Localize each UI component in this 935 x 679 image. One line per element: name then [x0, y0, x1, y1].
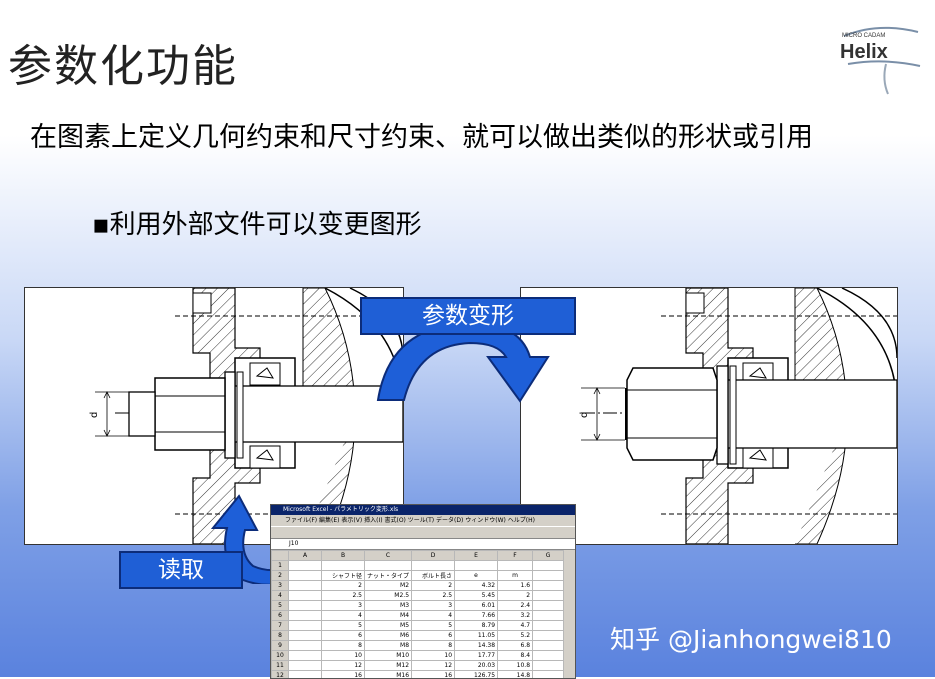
excel-cell-ref[interactable]: J10 [271, 539, 575, 550]
helix-logo: MICRO CADAM Helix [838, 24, 924, 96]
logo-subtext: MICRO CADAM [842, 33, 885, 39]
excel-titlebar: Microsoft Excel - パラメトリック変形.xls [271, 505, 575, 515]
dimension-label-right: d [579, 412, 590, 418]
read-label: 读取 [119, 551, 243, 589]
description-text: 在图素上定义几何约束和尺寸约束、就可以做出类似的形状或引用 [30, 118, 925, 158]
drawing-after: d [520, 287, 898, 545]
table-row: 1 [272, 561, 564, 571]
excel-toolbar[interactable] [271, 526, 575, 539]
excel-window: Microsoft Excel - パラメトリック変形.xls ファイル(F) … [270, 504, 576, 679]
logo-text: Helix [840, 41, 888, 63]
column-header-row: A B C D E F G [272, 551, 564, 561]
deform-label: 参数变形 [360, 297, 576, 335]
page-title: 参数化功能 [8, 30, 238, 94]
dimension-label-left: d [89, 412, 100, 418]
watermark-text: 知乎 @Jianhongwei810 [610, 620, 892, 656]
excel-menubar[interactable]: ファイル(F) 編集(E) 表示(V) 挿入(I) 書式(O) ツール(T) デ… [271, 515, 575, 526]
bullet-item: ▪利用外部文件可以变更图形 [92, 204, 422, 241]
